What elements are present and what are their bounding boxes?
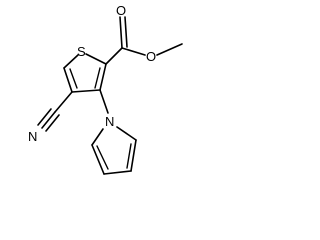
- bond-cc-cd: [91, 144, 105, 175]
- bond-c2-carbonyl-c: [105, 47, 123, 65]
- bond-c5-s: [63, 54, 79, 69]
- bond-c3-pyrrole-n: [99, 89, 109, 114]
- bond-ca-cb: [130, 139, 137, 172]
- ester-oxygen-label: O: [146, 49, 156, 64]
- bond-c4-c5-inner: [69, 68, 78, 89]
- bond-cd-n: [91, 128, 104, 146]
- carbonyl-oxygen-label: O: [116, 3, 126, 18]
- bond-s-c2: [85, 53, 107, 65]
- nitrile-group: [37, 91, 73, 132]
- bond-nitrile-triple-1: [41, 111, 56, 129]
- pyrrole-nitrogen-label: N: [105, 114, 114, 129]
- bond-carbonyl-c-o-double: [124, 16, 128, 48]
- bond-n-ca: [116, 126, 137, 141]
- bond-c4-nitrile-c: [54, 91, 73, 113]
- sulfur-atom-label: S: [77, 44, 86, 59]
- ester-group: [105, 16, 183, 65]
- bond-carbonyl-c-ester-o: [121, 47, 146, 56]
- bond-c3-c4: [71, 89, 101, 93]
- bond-cb-cc: [103, 170, 132, 175]
- pyrrole-ring: [91, 89, 137, 175]
- structure-diagram: S O O N N: [28, 3, 183, 175]
- bond-c2-c3-inner: [94, 67, 101, 89]
- bond-nitrile-triple-2: [37, 108, 52, 126]
- bond-c4-c5: [63, 67, 73, 93]
- bond-c2-c3: [99, 63, 107, 91]
- bond-ester-o-methyl: [156, 43, 183, 56]
- bond-cc-cd-inner: [96, 145, 109, 170]
- nitrile-nitrogen-label: N: [28, 129, 37, 144]
- bond-nitrile-triple-3: [45, 114, 60, 132]
- bond-ca-cb-inner: [126, 143, 132, 169]
- thiophene-ring: [63, 53, 107, 93]
- bond-carbonyl-c-o: [119, 16, 123, 49]
